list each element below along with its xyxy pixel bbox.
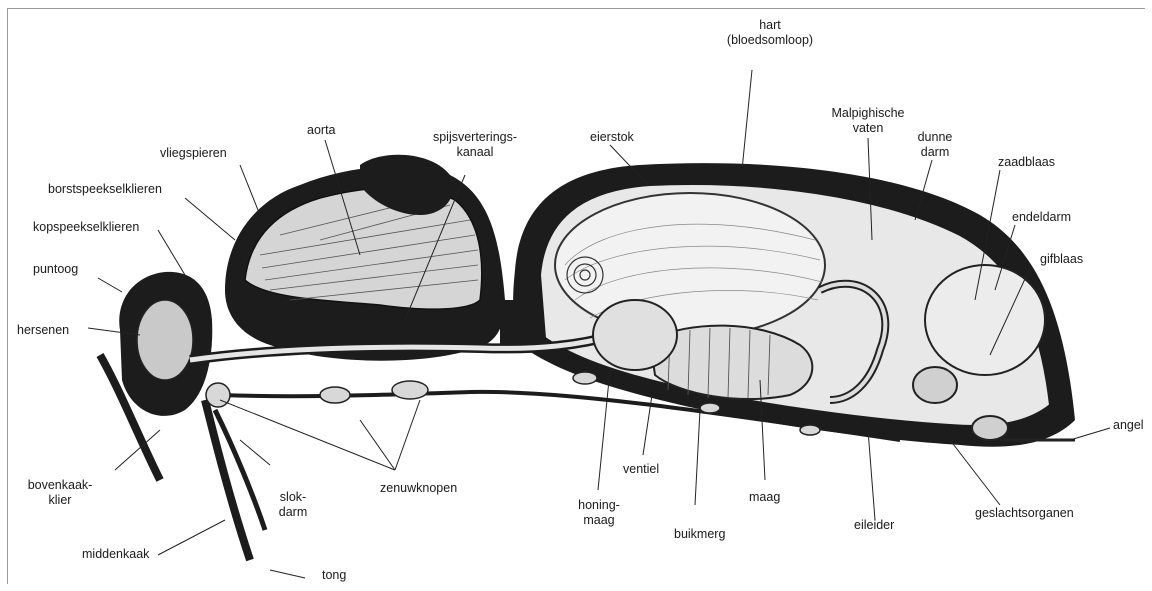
- label-eileider: eileider: [854, 518, 894, 533]
- label-slokdarm: slok- darm: [268, 490, 318, 520]
- label-maag: maag: [749, 490, 780, 505]
- honey-stomach-shape: [593, 300, 677, 370]
- label-middenkaak: middenkaak: [82, 547, 149, 562]
- label-angel: angel: [1113, 418, 1144, 433]
- label-ventiel: ventiel: [623, 462, 659, 477]
- label-gifblaas: gifblaas: [1040, 252, 1083, 267]
- label-puntoog: puntoog: [33, 262, 78, 277]
- label-kopspeekselklieren: kopspeekselklieren: [33, 220, 139, 235]
- label-honingmaag: honing- maag: [564, 498, 634, 528]
- brain-shape: [137, 300, 193, 380]
- label-hersenen: hersenen: [17, 323, 69, 338]
- label-vliegspieren: vliegspieren: [160, 146, 227, 161]
- label-zaadblaas: zaadblaas: [998, 155, 1055, 170]
- label-bovenkaakklier: bovenkaak- klier: [20, 478, 100, 508]
- label-aorta: aorta: [307, 123, 336, 138]
- label-tong: tong: [322, 568, 346, 583]
- rectum-shape: [925, 265, 1045, 375]
- label-borstspeekselklieren: borstspeekselklieren: [48, 182, 162, 197]
- label-eierstok: eierstok: [590, 130, 634, 145]
- mouthparts-shape: [205, 400, 250, 560]
- label-hart: hart (bloedsomloop): [710, 18, 830, 48]
- label-geslachtsorganen: geslachtsorganen: [975, 506, 1074, 521]
- label-buikmerg: buikmerg: [674, 527, 725, 542]
- label-endeldarm: endeldarm: [1012, 210, 1071, 225]
- label-spijsverteringskanaal: spijsverterings- kanaal: [415, 130, 535, 160]
- label-dunne-darm: dunne darm: [905, 130, 965, 160]
- label-zenuwknopen: zenuwknopen: [380, 481, 457, 496]
